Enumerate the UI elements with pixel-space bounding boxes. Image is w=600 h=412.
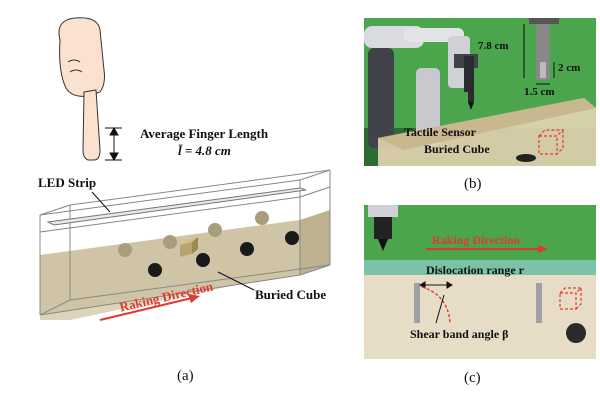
buried-ball xyxy=(208,223,222,237)
caption-a: (a) xyxy=(177,368,194,384)
panel-b: 7.8 cm 2 cm 1.5 cm Tactile Sensor Buried… xyxy=(364,18,596,166)
cube-leader-line xyxy=(217,271,255,291)
dim-width-label: 1.5 cm xyxy=(524,86,555,98)
panel-c: Raking Direction Dislocation range r She… xyxy=(364,205,596,359)
panel-a-illustration xyxy=(39,17,331,321)
led-leader-line xyxy=(91,191,111,213)
shear-angle-line xyxy=(435,294,445,324)
buried-cube xyxy=(180,237,198,257)
led-strip-label: LED Strip xyxy=(38,175,97,190)
rake-tooth xyxy=(536,283,542,323)
buried-ball xyxy=(118,243,132,257)
buried-ball xyxy=(285,231,299,245)
finger-length-label: Average Finger Length xyxy=(140,126,269,141)
tactile-sensor xyxy=(468,78,474,110)
tactile-sensor-label: Tactile Sensor xyxy=(404,125,476,139)
shear-band-angle-label: Shear band angle β xyxy=(410,327,509,341)
raking-direction-label-c: Raking Direction xyxy=(432,233,521,247)
robot-arm xyxy=(364,26,478,148)
dim-side-label: 2 cm xyxy=(558,62,581,74)
raking-arrow-c xyxy=(426,245,548,253)
buried-ball xyxy=(163,235,177,249)
caption-b: (b) xyxy=(464,176,482,192)
finger-length-formula: l̄ = 4.8 cm xyxy=(178,143,231,158)
stone xyxy=(566,323,586,343)
buried-ball xyxy=(196,253,210,267)
buried-ball xyxy=(148,263,162,277)
dim-height-label: 7.8 cm xyxy=(478,40,509,52)
finger-length-dimension xyxy=(105,126,122,162)
panel-c-photo xyxy=(364,205,596,359)
buried-ball xyxy=(240,242,254,256)
rake-tooth xyxy=(414,283,420,323)
buried-cube-outline xyxy=(538,129,565,155)
sandbox-tank xyxy=(39,169,331,320)
buried-cube-label-b: Buried Cube xyxy=(424,142,490,156)
raking-arrow xyxy=(99,294,200,321)
buried-cube-outline-c xyxy=(559,287,583,310)
dislocation-arrow xyxy=(419,281,453,289)
caption-c: (c) xyxy=(464,370,481,386)
panel-b-photo xyxy=(364,18,596,166)
sensor-probe xyxy=(368,205,398,251)
buried-cube-label: Buried Cube xyxy=(255,287,327,302)
led-strip xyxy=(46,187,307,226)
panel-a: Average Finger Length l̄ = 4.8 cm LED St… xyxy=(38,17,331,384)
sensor-dimension-drawing xyxy=(523,18,559,85)
dislocation-range-label: Dislocation range r xyxy=(426,263,524,277)
buried-ball xyxy=(255,211,269,225)
finger-illustration xyxy=(58,17,105,161)
stone xyxy=(516,154,536,162)
